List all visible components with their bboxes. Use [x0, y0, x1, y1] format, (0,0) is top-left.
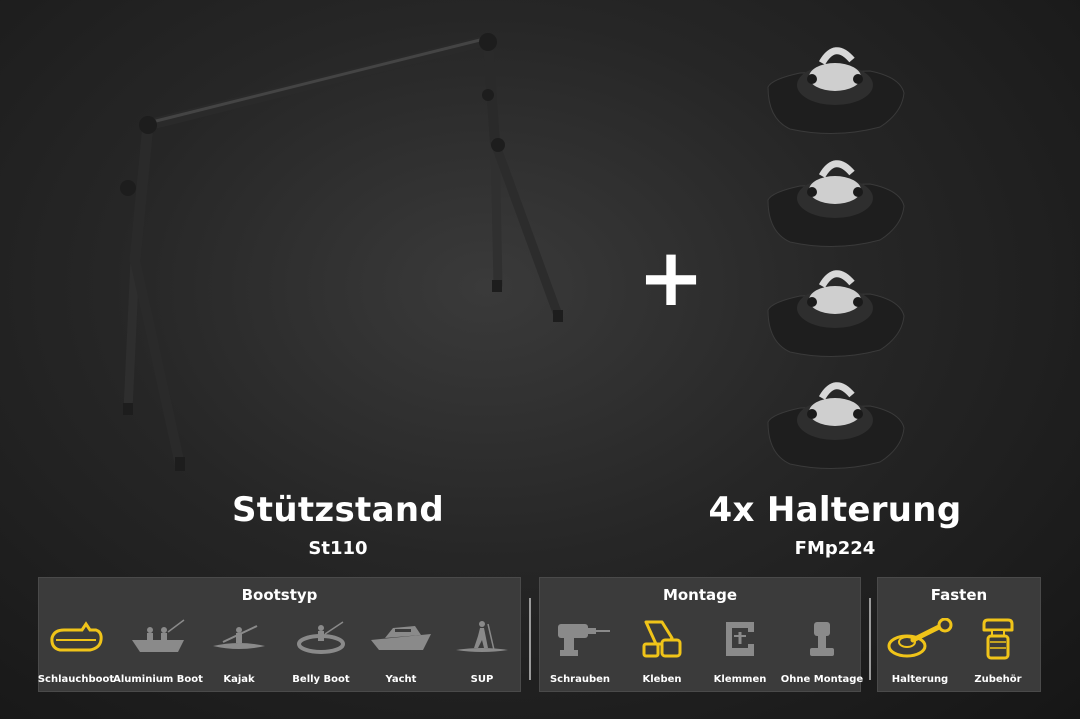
option-label: Halterung [891, 674, 949, 685]
separator-2 [869, 598, 871, 680]
accessory-icon [982, 618, 1014, 660]
option-label: Schrauben [549, 674, 611, 685]
option-label: Kleben [642, 674, 682, 685]
panel-title-mounting: Montage [662, 586, 738, 604]
option-label: Aluminium Boot [113, 674, 203, 685]
option-klemmen[interactable]: Klemmen [698, 618, 782, 688]
product-code-stand: St110 [308, 538, 368, 559]
panel-title-boat-type: Bootstyp [241, 586, 318, 604]
option-schrauben[interactable]: Schrauben [538, 618, 622, 688]
glue-icon [642, 620, 682, 658]
option-label: Klemmen [713, 674, 767, 685]
option-kajak[interactable]: Kajak [197, 618, 281, 688]
boat-type-panel: Bootstyp Schlauchboot Aluminium Boot Kaj… [38, 577, 521, 692]
option-label: Belly Boot [292, 674, 350, 685]
mount-image-2 [767, 160, 905, 247]
option-label: Zubehör [974, 674, 1022, 685]
clamp-icon [726, 622, 754, 656]
option-sup[interactable]: SUP [440, 618, 524, 688]
option-label: Ohne Montage [780, 674, 864, 685]
belly-boat-icon [297, 621, 345, 654]
product-title-mount: 4x Halterung [708, 490, 962, 530]
plus-sign: + [637, 231, 705, 324]
option-yacht[interactable]: Yacht [359, 618, 443, 688]
kayak-icon [213, 625, 265, 649]
option-belly-boot[interactable]: Belly Boot [279, 618, 363, 688]
option-schlauchboot[interactable]: Schlauchboot [34, 618, 118, 688]
option-label: Schlauchboot [37, 674, 115, 685]
product-title-stand: Stützstand [232, 490, 444, 530]
no-mount-icon [810, 622, 834, 656]
mount-image-1 [767, 47, 905, 134]
support-stand-image [120, 33, 563, 471]
drill-icon [558, 624, 610, 656]
mount-image-3 [767, 270, 905, 357]
option-label: Yacht [385, 674, 417, 685]
sup-icon [456, 621, 508, 652]
yacht-icon [371, 626, 431, 650]
separator-1 [529, 598, 531, 680]
option-halterung[interactable]: Halterung [878, 618, 962, 688]
option-ohne-montage[interactable]: Ohne Montage [780, 618, 864, 688]
fasten-panel: Fasten Halterung Zubehör [877, 577, 1041, 692]
option-label: Kajak [223, 674, 255, 685]
panel-title-fasten: Fasten [930, 586, 988, 604]
option-kleben[interactable]: Kleben [620, 618, 704, 688]
inflatable-boat-icon [50, 621, 103, 652]
mounting-panel: Montage Schrauben Kleben Klemmen [538, 577, 864, 692]
product-code-mount: FMp224 [794, 538, 876, 559]
option-zubehoer[interactable]: Zubehör [956, 618, 1040, 688]
option-label: SUP [470, 674, 494, 685]
aluminium-boat-icon [132, 619, 185, 652]
option-aluminium-boot[interactable]: Aluminium Boot [113, 618, 203, 688]
mount-holder-icon [887, 618, 953, 658]
mount-image-4 [767, 382, 905, 469]
